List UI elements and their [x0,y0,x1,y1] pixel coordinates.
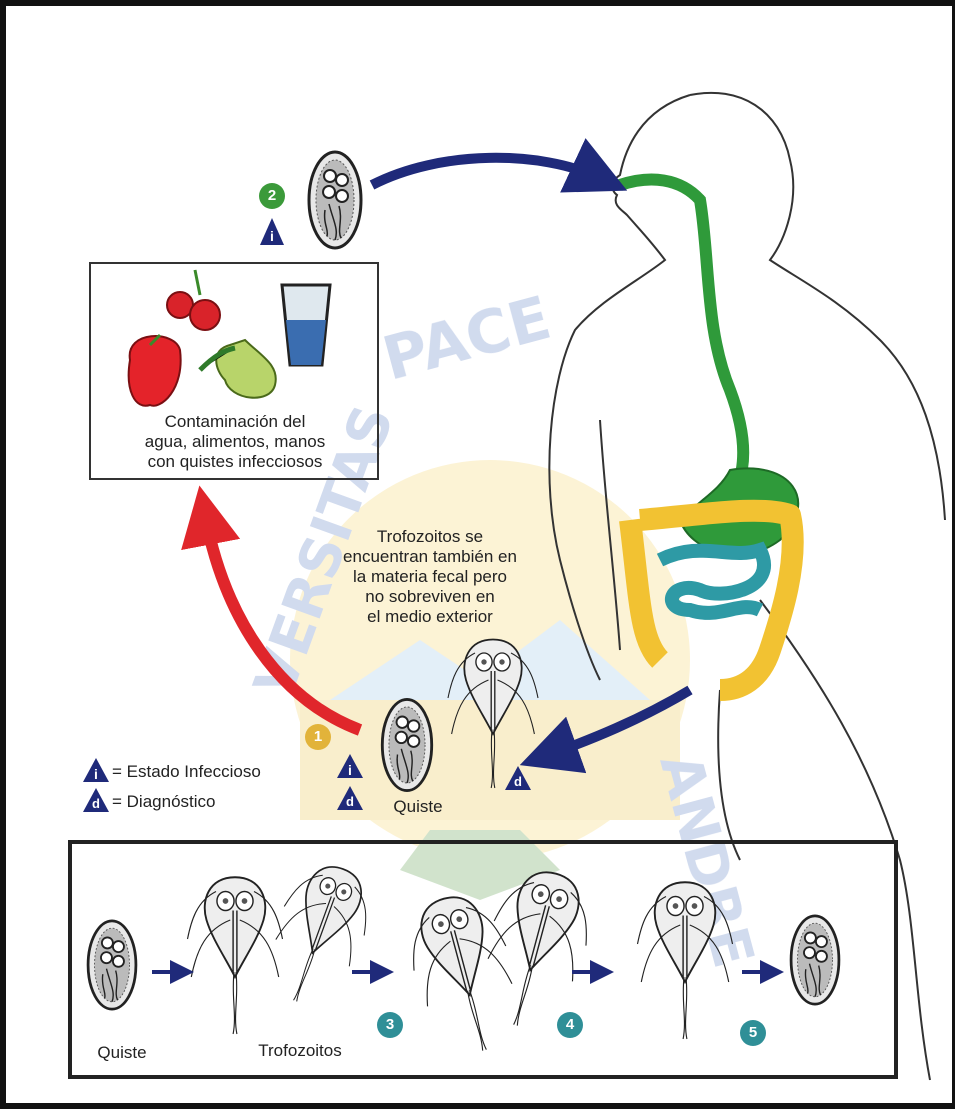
svg-text:PACE: PACE [376,283,558,395]
bottom-trophozoites-label: Trofozoitos [240,1041,360,1061]
cyst-icon-bottom-right [791,916,839,1004]
legend-diagnostic-label: = Diagnóstico [112,792,215,812]
step-1-number: 1 [308,727,328,747]
infectious-symbol-cyst: i [342,760,358,780]
cyst-icon-bottom-left [88,921,136,1009]
legend-infectious-label: = Estado Infeccioso [112,762,261,782]
contamination-text-3: con quistes infecciosos [120,452,350,472]
contamination-text-1: Contaminación del [140,412,330,432]
step-3-number: 3 [380,1015,400,1035]
step-4-number: 4 [560,1015,580,1035]
trophozoite-note-5: el medio exterior [300,607,560,627]
bottom-cyst-label: Quiste [82,1043,162,1063]
diagnostic-symbol-cyst: d [342,792,358,812]
cyst-label: Quiste [378,797,458,817]
step-5-number: 5 [743,1023,763,1043]
step-2-number: 2 [262,186,282,206]
cyst-icon-top [309,152,361,248]
trophozoite-icon-bottom-2 [255,855,383,1016]
legend-diagnostic-symbol: d [88,794,104,814]
trophozoite-note-2: encuentran también en [300,547,560,567]
trophozoite-icon-bottom-1 [188,877,283,1034]
diagnostic-symbol-trophozoite: d [510,772,526,792]
cyst-icon-diagnostic [382,699,431,790]
digestive-tract [620,180,798,690]
trophozoite-note-1: Trofozoitos se [330,527,530,547]
infectious-symbol-top: i [264,226,280,246]
contamination-text-2: agua, alimentos, manos [120,432,350,452]
trophozoite-note-4: no sobreviven en [300,587,560,607]
ingestion-arrow [372,158,600,185]
legend-infectious-symbol: i [88,764,104,784]
trophozoite-note-3: la materia fecal pero [300,567,560,587]
